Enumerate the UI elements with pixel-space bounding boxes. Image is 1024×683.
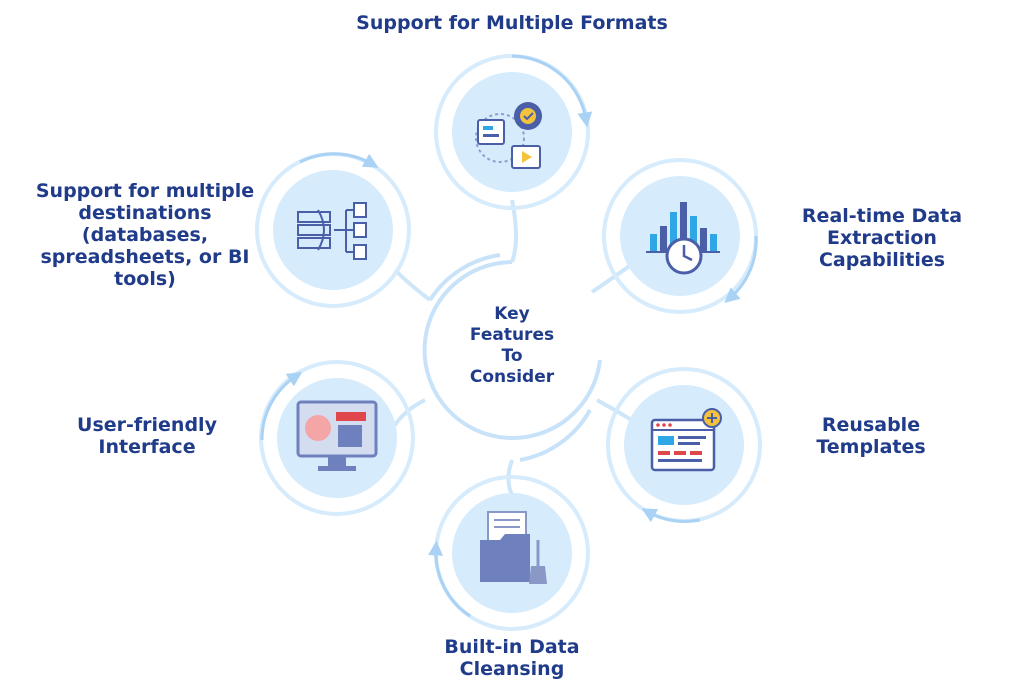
- monitor-icon: [296, 400, 378, 471]
- formats-icon: [475, 102, 542, 169]
- feature-realtime: [602, 158, 758, 314]
- feature-formats: [434, 54, 593, 210]
- arrow: [641, 508, 701, 524]
- arrow: [299, 152, 379, 168]
- feature-ui: [259, 360, 415, 516]
- center-swirl: [422, 253, 602, 462]
- folder-broom-icon: [480, 511, 547, 584]
- feature-cleansing: [428, 475, 590, 631]
- realtime-chart-icon: [646, 202, 720, 275]
- arrow: [428, 540, 471, 618]
- arrow: [511, 54, 593, 128]
- icon-circle: [273, 170, 393, 290]
- icon-circle: [452, 72, 572, 192]
- feature-destinations: [255, 152, 411, 308]
- center-title: Key Features To Consider: [469, 304, 555, 387]
- server-destinations-icon: [297, 202, 367, 260]
- label-realtime: Real-time Data Extraction Capabilities: [801, 205, 963, 271]
- template-icon: [650, 408, 722, 472]
- label-templates: Reusable Templates: [816, 414, 926, 458]
- center-ring-arc: [519, 409, 592, 462]
- feature-templates: [606, 367, 762, 524]
- label-destinations: Support for multiple destinations (datab…: [35, 180, 255, 290]
- label-ui: User-friendly Interface: [77, 414, 217, 458]
- arrow: [724, 235, 758, 303]
- arrow: [260, 371, 303, 441]
- center-ring-arc: [428, 253, 501, 302]
- label-cleansing: Built-in Data Cleansing: [444, 636, 580, 680]
- center-ring-arc: [422, 260, 602, 440]
- label-formats: Support for Multiple Formats: [356, 12, 668, 34]
- connector-destinations: [393, 268, 432, 302]
